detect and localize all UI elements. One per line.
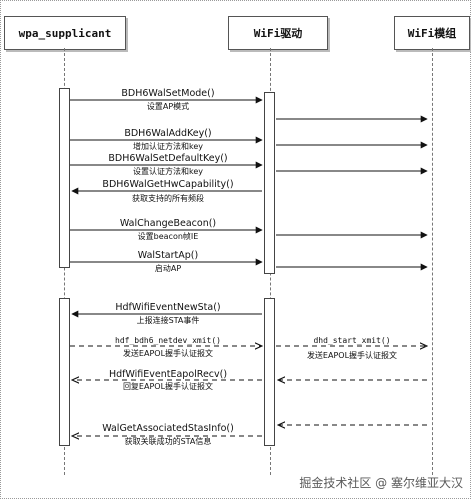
msg-sub: 设置AP模式 [147, 101, 189, 111]
msg-label: BDH6WalGetHwCapability() [102, 179, 233, 190]
msg-sub: 发送EAPOL握手认证报文 [307, 350, 397, 360]
msg-label: WalChangeBeacon() [120, 218, 216, 229]
msg-sub: 发送EAPOL握手认证报文 [123, 348, 213, 358]
msg-label: WalStartAp() [138, 250, 198, 261]
activation-wpa-1 [59, 88, 70, 268]
watermark: 掘金技术社区 @ 塞尔维亚大汉 [299, 476, 463, 490]
participant-wifi-module: WiFi模组 [394, 16, 470, 50]
msg-label: hdf_bdh6_netdev_xmit() [115, 336, 221, 345]
msg-label: HdfWifiEventNewSta() [115, 302, 220, 313]
participant-driver-label: WiFi驱动 [253, 27, 303, 40]
activation-driver-1 [264, 92, 275, 274]
msg-sub: 回复EAPOL握手认证报文 [123, 381, 213, 391]
msg-label: BDH6WalAddKey() [124, 128, 211, 139]
msg-label: BDH6WalSetDefaultKey() [108, 153, 227, 164]
msg-sub: 获取关联成功的STA信息 [125, 436, 212, 446]
participant-module-label: WiFi模组 [407, 27, 457, 40]
msg-label: BDH6WalSetMode() [121, 88, 214, 99]
participant-wpa-label: wpa_supplicant [18, 26, 112, 40]
msg-sub: 设置认证方法和key [133, 166, 203, 176]
msg-label: dhd_start_xmit() [313, 336, 390, 345]
lifeline-wifi-module [432, 48, 433, 475]
msg-label: HdfWifiEventEapolRecv() [109, 369, 227, 380]
msg-label: WalGetAssociatedStasInfo() [102, 423, 234, 434]
participant-wifi-driver: WiFi驱动 [228, 16, 328, 50]
activation-wpa-2 [59, 298, 70, 446]
msg-sub: 获取支持的所有频段 [132, 193, 204, 203]
participant-wpa-supplicant: wpa_supplicant [4, 16, 126, 50]
msg-sub: 启动AP [155, 263, 181, 273]
activation-driver-2 [264, 298, 275, 446]
msg-sub: 设置beacon帧IE [138, 231, 199, 241]
msg-sub: 增加认证方法和key [133, 141, 203, 151]
msg-sub: 上报连接STA事件 [137, 315, 200, 325]
